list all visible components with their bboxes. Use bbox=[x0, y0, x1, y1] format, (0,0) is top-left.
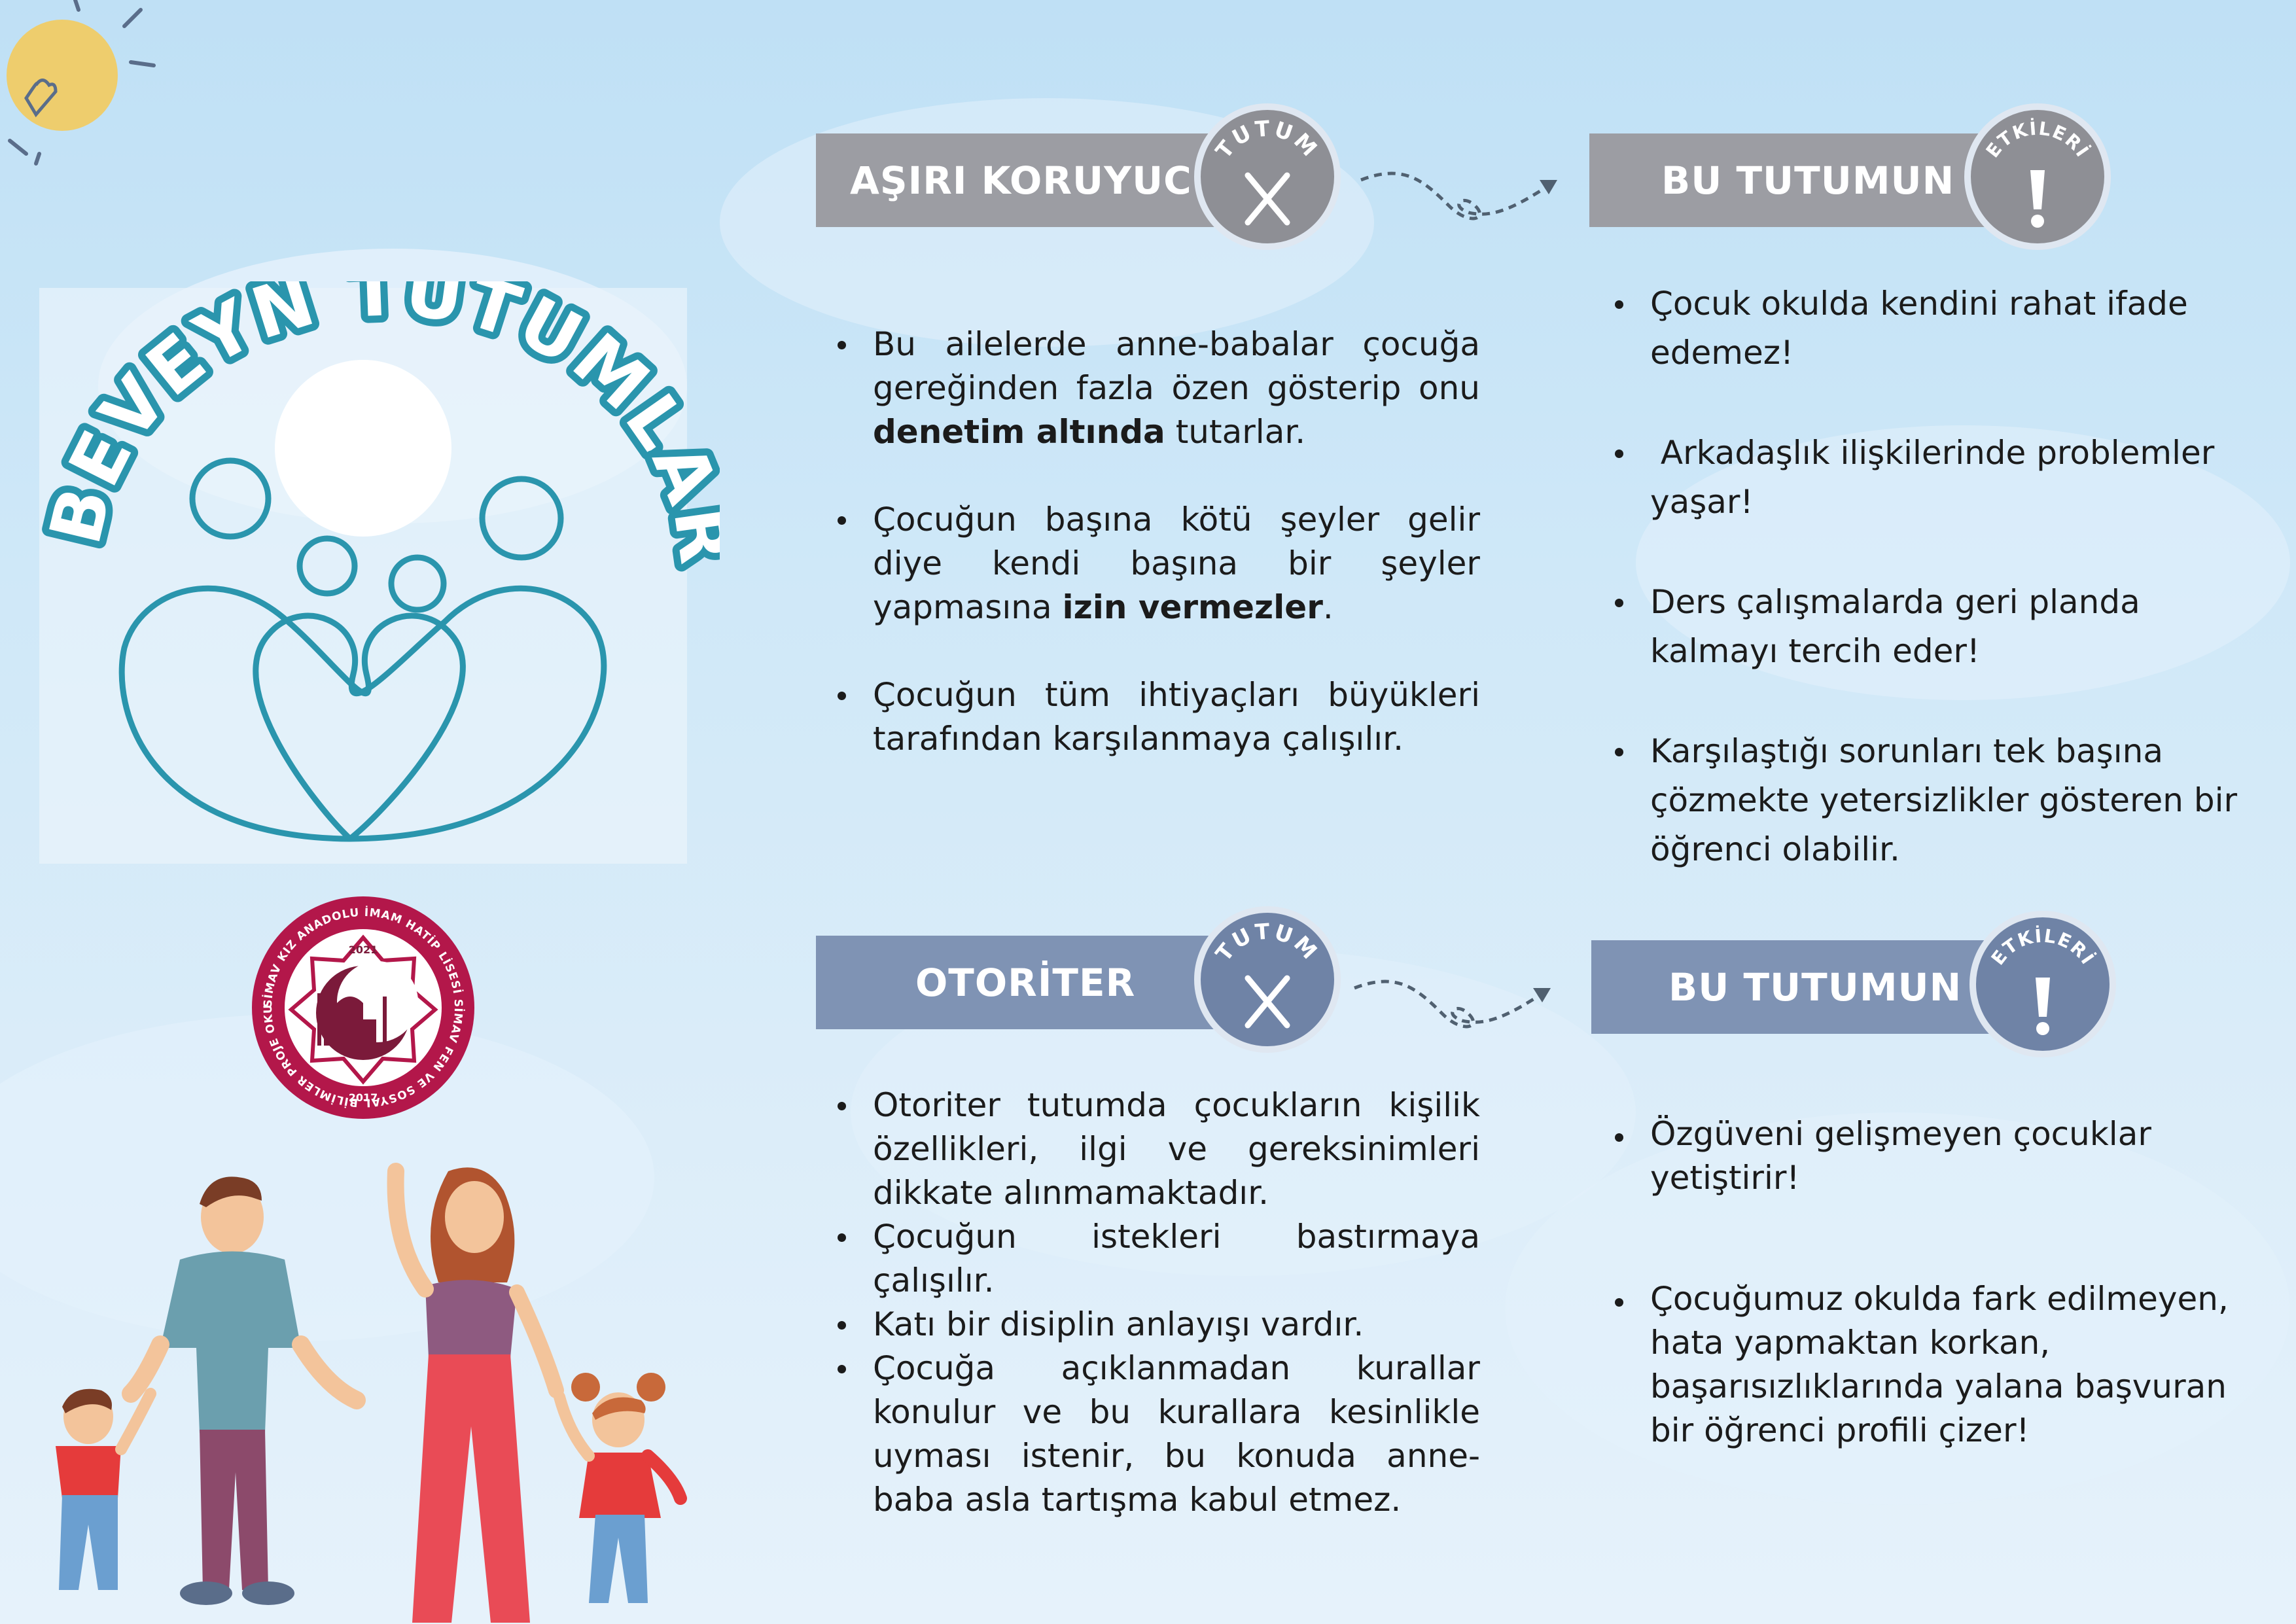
overprotective-effects-list: Çocuk okulda kendini rahat ifade edemez!… bbox=[1610, 279, 2264, 874]
fork-knife-icon: TUTUM bbox=[1210, 918, 1324, 1029]
seal-year-top: 2021 bbox=[349, 944, 378, 956]
heading-effects-1: BU TUTUMUN bbox=[1589, 133, 2034, 227]
list-item: Çocuğun istekleri bastırmaya çalışılır. bbox=[832, 1215, 1480, 1303]
svg-text:ETKİLERİ: ETKİLERİ bbox=[1982, 117, 2094, 162]
cloud bbox=[1636, 425, 2290, 700]
list-item: Özgüveni gelişmeyen çocuklar yetiştirir! bbox=[1610, 1112, 2187, 1200]
tutum-badge: TUTUM bbox=[1194, 906, 1341, 1053]
svg-text:TUTUM: TUTUM bbox=[1210, 115, 1324, 163]
list-item: Arkadaşlık ilişkilerinde problemler yaşa… bbox=[1610, 429, 2239, 527]
dashed-arrow-icon bbox=[1360, 171, 1557, 221]
list-item: Çocuğun başına kötü şeyler gelir diye ke… bbox=[832, 498, 1480, 629]
tutum-badge: TUTUM bbox=[1194, 103, 1341, 250]
exclamation-icon: ETKİLERİ bbox=[1982, 117, 2094, 228]
badge-etkileri-text: ETKİLERİ bbox=[1987, 925, 2098, 969]
authoritarian-list: Otoriter tutumda çocukların kişilik özel… bbox=[832, 1084, 1480, 1522]
list-item: Çocuğa açıklanmadan kurallar konulur ve … bbox=[832, 1347, 1480, 1522]
heading-label: AŞIRI KORUYUCU bbox=[850, 158, 1224, 203]
overprotective-list: Bu ailelerde anne-babalar çocuğa gereğin… bbox=[832, 323, 1480, 761]
seal-year-bottom: 2017 bbox=[349, 1091, 378, 1104]
etkileri-badge: ETKİLERİ bbox=[1964, 103, 2111, 250]
badge-tutum-text: TUTUM bbox=[1210, 115, 1321, 163]
list-item: Katı bir disiplin anlayışı vardır. bbox=[832, 1303, 1480, 1347]
dashed-arrow-icon bbox=[1354, 980, 1551, 1029]
list-item: Karşılaştığı sorunları tek başına çözmek… bbox=[1610, 727, 2264, 874]
exclamation-icon: ETKİLERİ bbox=[1987, 925, 2100, 1035]
list-item: Çocuğumuz okulda fark edilmeyen, hata ya… bbox=[1610, 1277, 2264, 1453]
heading-effects-2: BU TUTUMUN bbox=[1591, 940, 2043, 1034]
list-item: Bu ailelerde anne-babalar çocuğa gereğin… bbox=[832, 323, 1480, 454]
authoritarian-effects-list: Özgüveni gelişmeyen çocuklar yetiştirir!… bbox=[1610, 1112, 2264, 1453]
list-item: Çocuk okulda kendini rahat ifade edemez! bbox=[1610, 279, 2213, 378]
etkileri-badge: ETKİLERİ bbox=[1969, 911, 2116, 1057]
sun-icon bbox=[7, 0, 156, 166]
school-seal: SİMAV KIZ ANADOLU İMAM HATİP LİSESİ SİMA… bbox=[249, 893, 474, 1119]
fork-knife-icon: TUTUM bbox=[1210, 115, 1324, 226]
badge-tutum-text: TUTUM bbox=[1210, 918, 1321, 966]
heading-label: OTORİTER bbox=[915, 960, 1136, 1005]
badge-etkileri-text: ETKİLERİ bbox=[1982, 117, 2093, 162]
cloud bbox=[1505, 1112, 2290, 1505]
heading-label: BU TUTUMUN bbox=[1669, 964, 1962, 1010]
family-heart-logo: EBEVEYN TUTUMLARI bbox=[26, 281, 720, 842]
list-item: Çocuğun tüm ihtiyaçları büyükleri tarafı… bbox=[832, 673, 1480, 761]
family-illustration bbox=[56, 1163, 687, 1623]
heading-label: BU TUTUMUN bbox=[1661, 158, 1955, 203]
svg-text:TUTUM: TUTUM bbox=[1210, 918, 1324, 966]
list-item: Ders çalışmalarda geri planda kalmayı te… bbox=[1610, 578, 2147, 676]
list-item: Otoriter tutumda çocukların kişilik özel… bbox=[832, 1084, 1480, 1215]
svg-text:ETKİLERİ: ETKİLERİ bbox=[1987, 925, 2100, 969]
